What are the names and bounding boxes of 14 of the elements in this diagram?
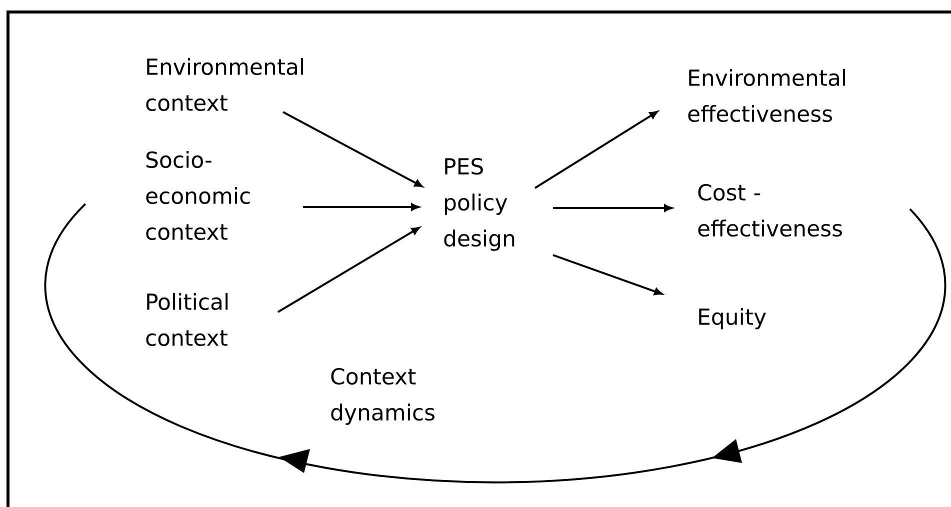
- node-text: Environmental effectiveness: [688, 69, 846, 122]
- node-text: Environmental context: [146, 58, 304, 112]
- arrow: [303, 203, 420, 211]
- arrow: [282, 111, 423, 188]
- node-text: Political context: [146, 293, 228, 346]
- arrow: [552, 254, 662, 296]
- arrow: [553, 204, 672, 212]
- cycle-label: Context dynamics: [331, 368, 434, 425]
- node-text: PES policy design: [444, 158, 514, 251]
- node-text: Equity: [699, 308, 766, 330]
- node-text: Cost - effectiveness: [698, 184, 842, 237]
- arrow: [278, 226, 420, 313]
- arrow: [534, 111, 658, 189]
- node-text: Socio- economic context: [146, 151, 250, 240]
